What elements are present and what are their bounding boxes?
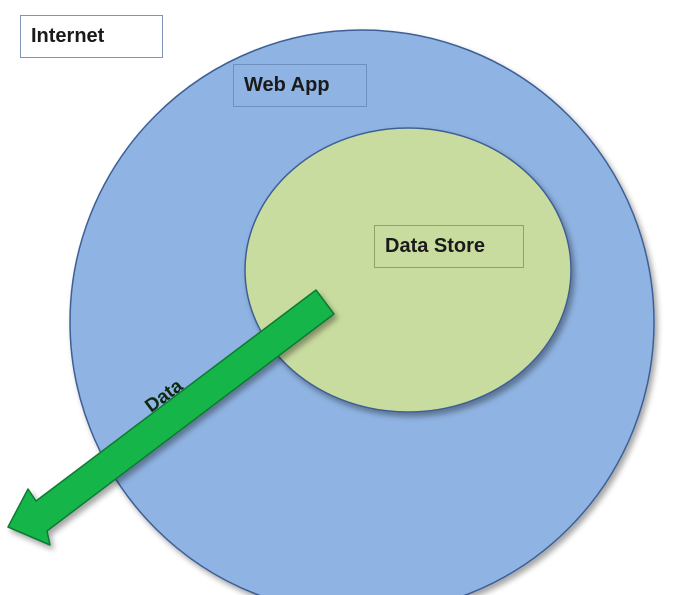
data-arrow bbox=[7, 289, 335, 546]
web-app-label-text: Web App bbox=[244, 74, 330, 96]
internet-label: Internet bbox=[20, 15, 163, 58]
data-store-ellipse bbox=[244, 127, 572, 413]
internet-label-text: Internet bbox=[31, 25, 105, 47]
data-store-label: Data Store bbox=[374, 225, 524, 268]
data-store-label-text: Data Store bbox=[385, 235, 486, 257]
web-app-label: Web App bbox=[233, 64, 367, 107]
